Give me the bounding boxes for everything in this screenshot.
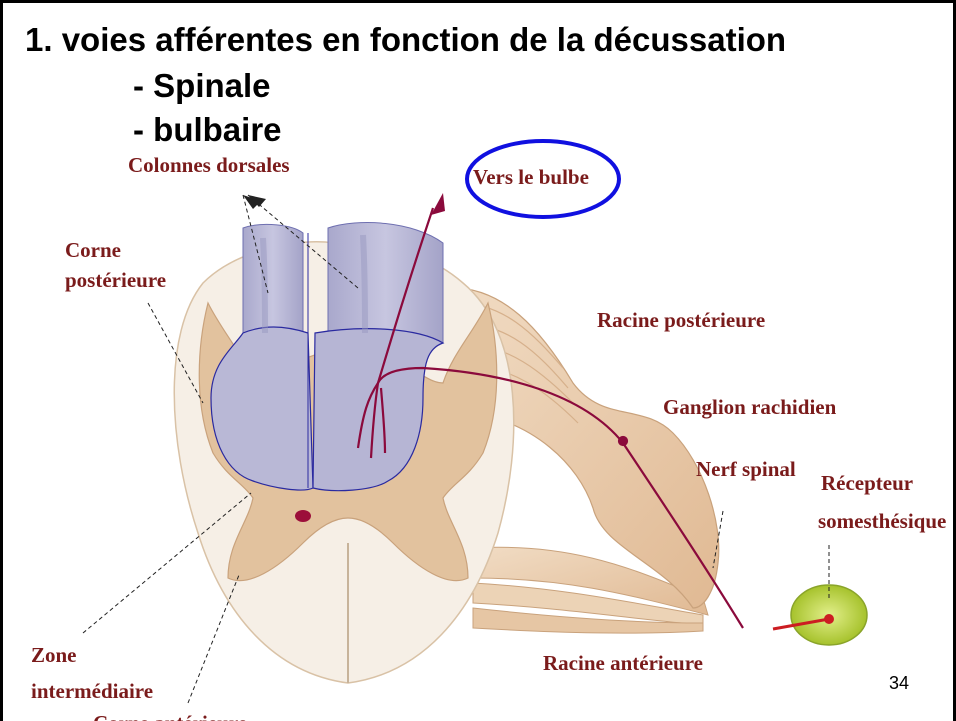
label-ganglion-rachidien: Ganglion rachidien <box>663 395 836 420</box>
somesthetic-receptor <box>773 585 867 645</box>
label-recepteur-line1: Récepteur <box>821 471 913 496</box>
label-racine-anterieure: Racine antérieure <box>543 651 703 676</box>
label-nerf-spinal: Nerf spinal <box>696 457 796 482</box>
label-vers-le-bulbe: Vers le bulbe <box>473 165 589 190</box>
page-number: 34 <box>889 673 909 694</box>
arrow-to-bulbe-icon <box>431 193 445 215</box>
label-zone-intermediaire-line1: Zone <box>31 643 77 668</box>
label-recepteur-line2: somesthésique <box>818 509 946 534</box>
label-corne-anterieure: Corne antérieure <box>93 711 247 721</box>
label-racine-posterieure: Racine postérieure <box>597 308 765 333</box>
label-zone-intermediaire-line2: intermédiaire <box>31 679 153 704</box>
label-corne-posterieure-line1: Corne <box>65 238 121 263</box>
spinal-cord-diagram <box>3 3 956 721</box>
label-corne-posterieure-line2: postérieure <box>65 268 166 293</box>
label-colonnes-dorsales: Colonnes dorsales <box>128 153 290 178</box>
central-canal <box>295 510 311 522</box>
